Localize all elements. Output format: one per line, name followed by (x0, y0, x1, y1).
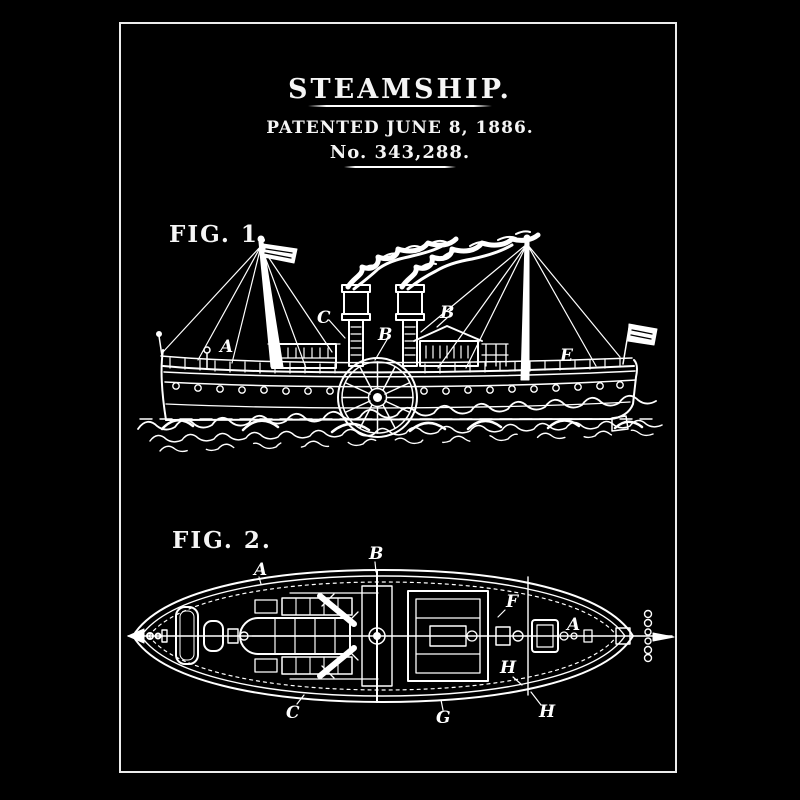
stern-propeller-ornament (643, 609, 675, 663)
mainmast (420, 234, 621, 381)
fig2-drawing (127, 561, 675, 711)
wave-crests (160, 419, 644, 434)
bow-ornament (127, 628, 168, 644)
page-title: STEAMSHIP. (288, 74, 512, 105)
part-label: B (377, 325, 392, 345)
fig2-caption: FIG. 2. (172, 527, 272, 554)
smoke-plumes (345, 230, 541, 291)
title-underline (308, 105, 492, 107)
foremast (162, 235, 333, 369)
fig2-leader-lines (258, 561, 542, 711)
funnel-1 (341, 284, 371, 367)
patent-number: No. 343,288. (329, 142, 471, 163)
fig1-leader-lines (328, 316, 449, 361)
stern-machinery-plan (495, 576, 631, 696)
fore-flag (262, 243, 298, 264)
engine-box-plan (407, 590, 489, 682)
part-label: B (439, 303, 454, 323)
part-label: C (317, 308, 331, 328)
portholes (172, 381, 624, 395)
fig1-caption: FIG. 1. (169, 221, 269, 248)
border-frame (119, 22, 677, 773)
main-rigging (420, 243, 621, 369)
part-label: F (505, 592, 520, 612)
fore-deckhouse (267, 343, 341, 369)
part-label: A (252, 560, 267, 580)
part-label: G (436, 708, 451, 728)
patent-date-line: PATENTED JUNE 8, 1886. (266, 118, 534, 138)
part-label: A (565, 615, 580, 635)
machinery-plan (175, 592, 379, 680)
paddle-shaft-plan (361, 569, 393, 703)
fig2-part-labels: A B C F A H G H (252, 544, 580, 728)
waves (137, 394, 663, 453)
part-label: H (499, 658, 517, 678)
paddle-wheel (337, 357, 418, 438)
fore-rigging (162, 245, 333, 369)
part-label: B (368, 544, 383, 564)
part-label: H (538, 702, 556, 722)
number-underline (344, 166, 456, 168)
funnel-2 (395, 284, 425, 367)
fig1-part-labels: A C B B E (218, 303, 574, 366)
part-label: E (559, 346, 574, 366)
fig1-drawing (137, 230, 663, 453)
aft-deckhouse (413, 325, 509, 367)
part-label: C (286, 703, 300, 723)
part-label: A (218, 337, 233, 357)
